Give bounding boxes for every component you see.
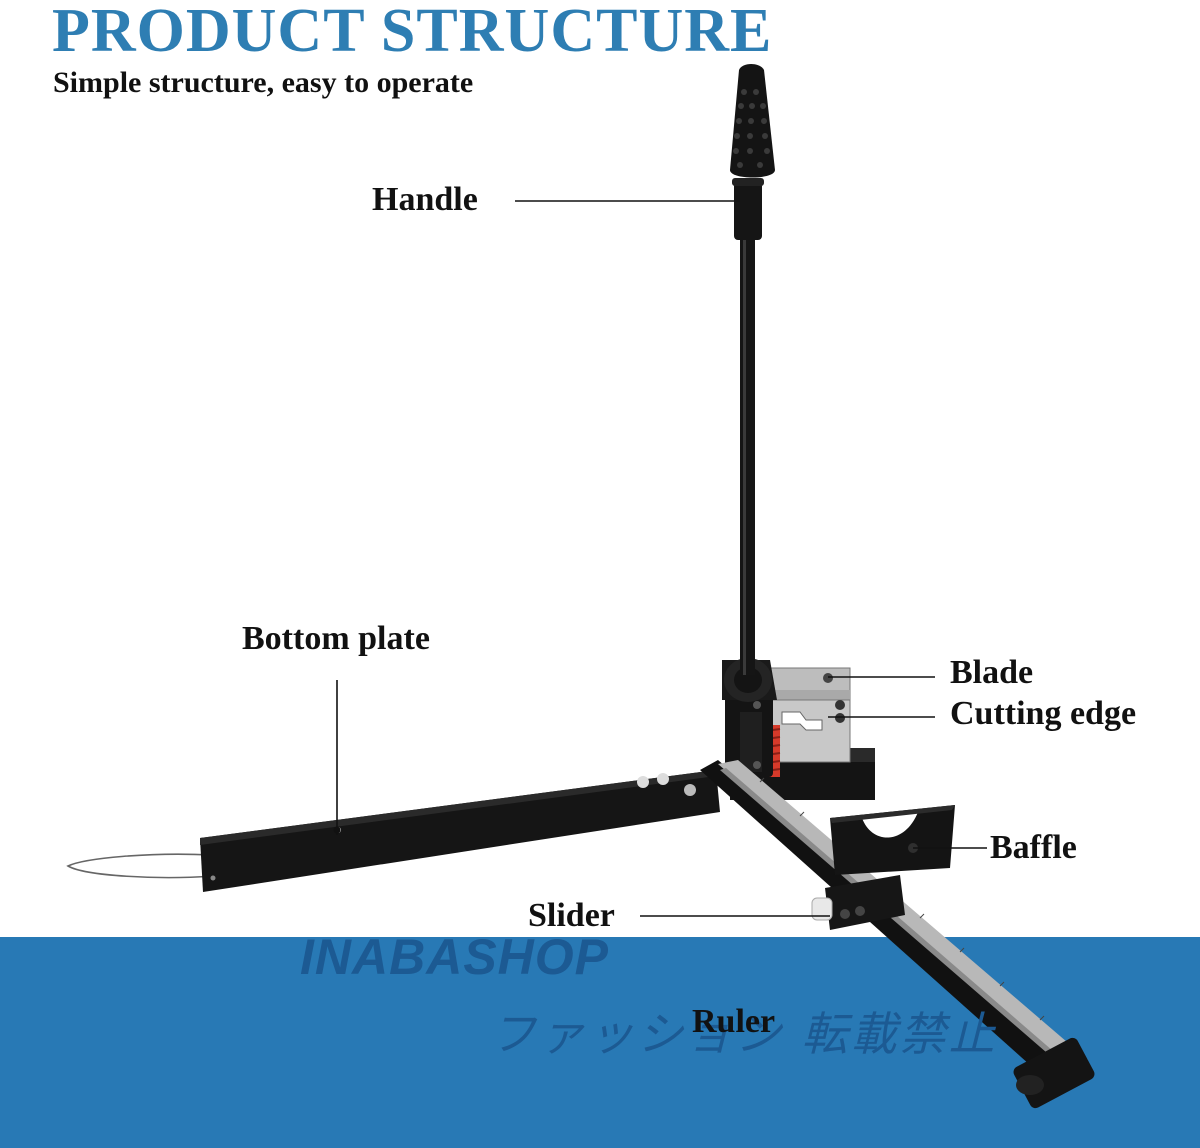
handle-grip	[730, 64, 775, 178]
label-handle: Handle	[372, 181, 478, 219]
watermark-brand: INABASHOP	[300, 928, 609, 986]
label-baffle: Baffle	[990, 829, 1077, 867]
label-blade: Blade	[950, 654, 1033, 692]
label-bottom-plate: Bottom plate	[242, 620, 430, 658]
label-cutting-edge: Cutting edge	[950, 695, 1136, 733]
label-ruler: Ruler	[692, 1003, 775, 1041]
hanging-wire	[68, 854, 212, 877]
handle-shaft	[740, 235, 755, 675]
